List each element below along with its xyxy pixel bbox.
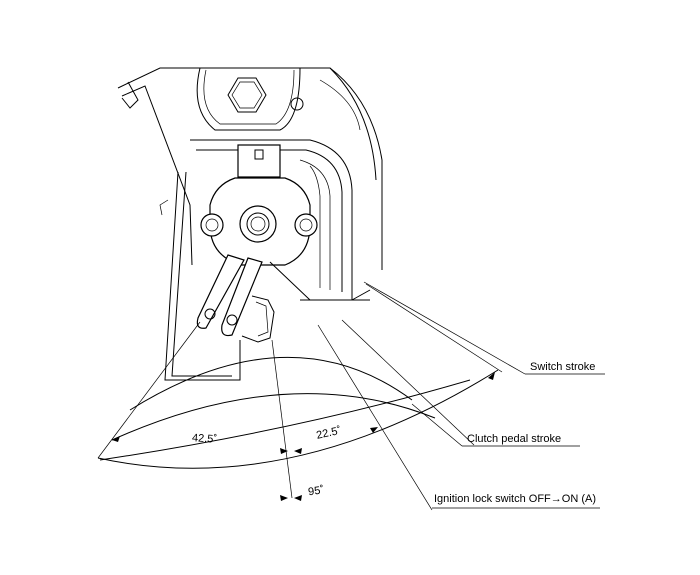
leader-switch-stroke	[363, 281, 526, 375]
arrowheads	[112, 372, 495, 501]
label-ignition-lock: Ignition lock switch OFF→ON (A)	[434, 493, 596, 505]
angle-95: 95˚	[307, 484, 324, 498]
label-switch-stroke: Switch stroke	[530, 361, 595, 373]
mount-screw-left	[200, 213, 224, 237]
hex-nut	[227, 77, 267, 113]
label-clutch-pedal-stroke: Clutch pedal stroke	[467, 433, 561, 445]
arc-inner	[129, 357, 413, 411]
radial-lines	[97, 283, 503, 511]
arc-outer	[97, 369, 499, 469]
switch-plunger	[239, 205, 277, 243]
clutch-switch	[200, 144, 370, 301]
mounting-bracket	[117, 67, 383, 270]
actuator-lever	[196, 254, 275, 343]
bolt-hole	[290, 97, 304, 111]
angle-42-5: 42.5˚	[192, 432, 218, 446]
mount-screw-right	[294, 213, 318, 237]
switch-housing	[190, 139, 371, 301]
arc-middle	[111, 393, 436, 441]
stroke-arcs	[97, 357, 499, 469]
clutch-pedal-arm	[159, 171, 241, 381]
leader-clutch-stroke	[411, 403, 463, 447]
angle-22-5: 22.5˚	[315, 425, 342, 442]
